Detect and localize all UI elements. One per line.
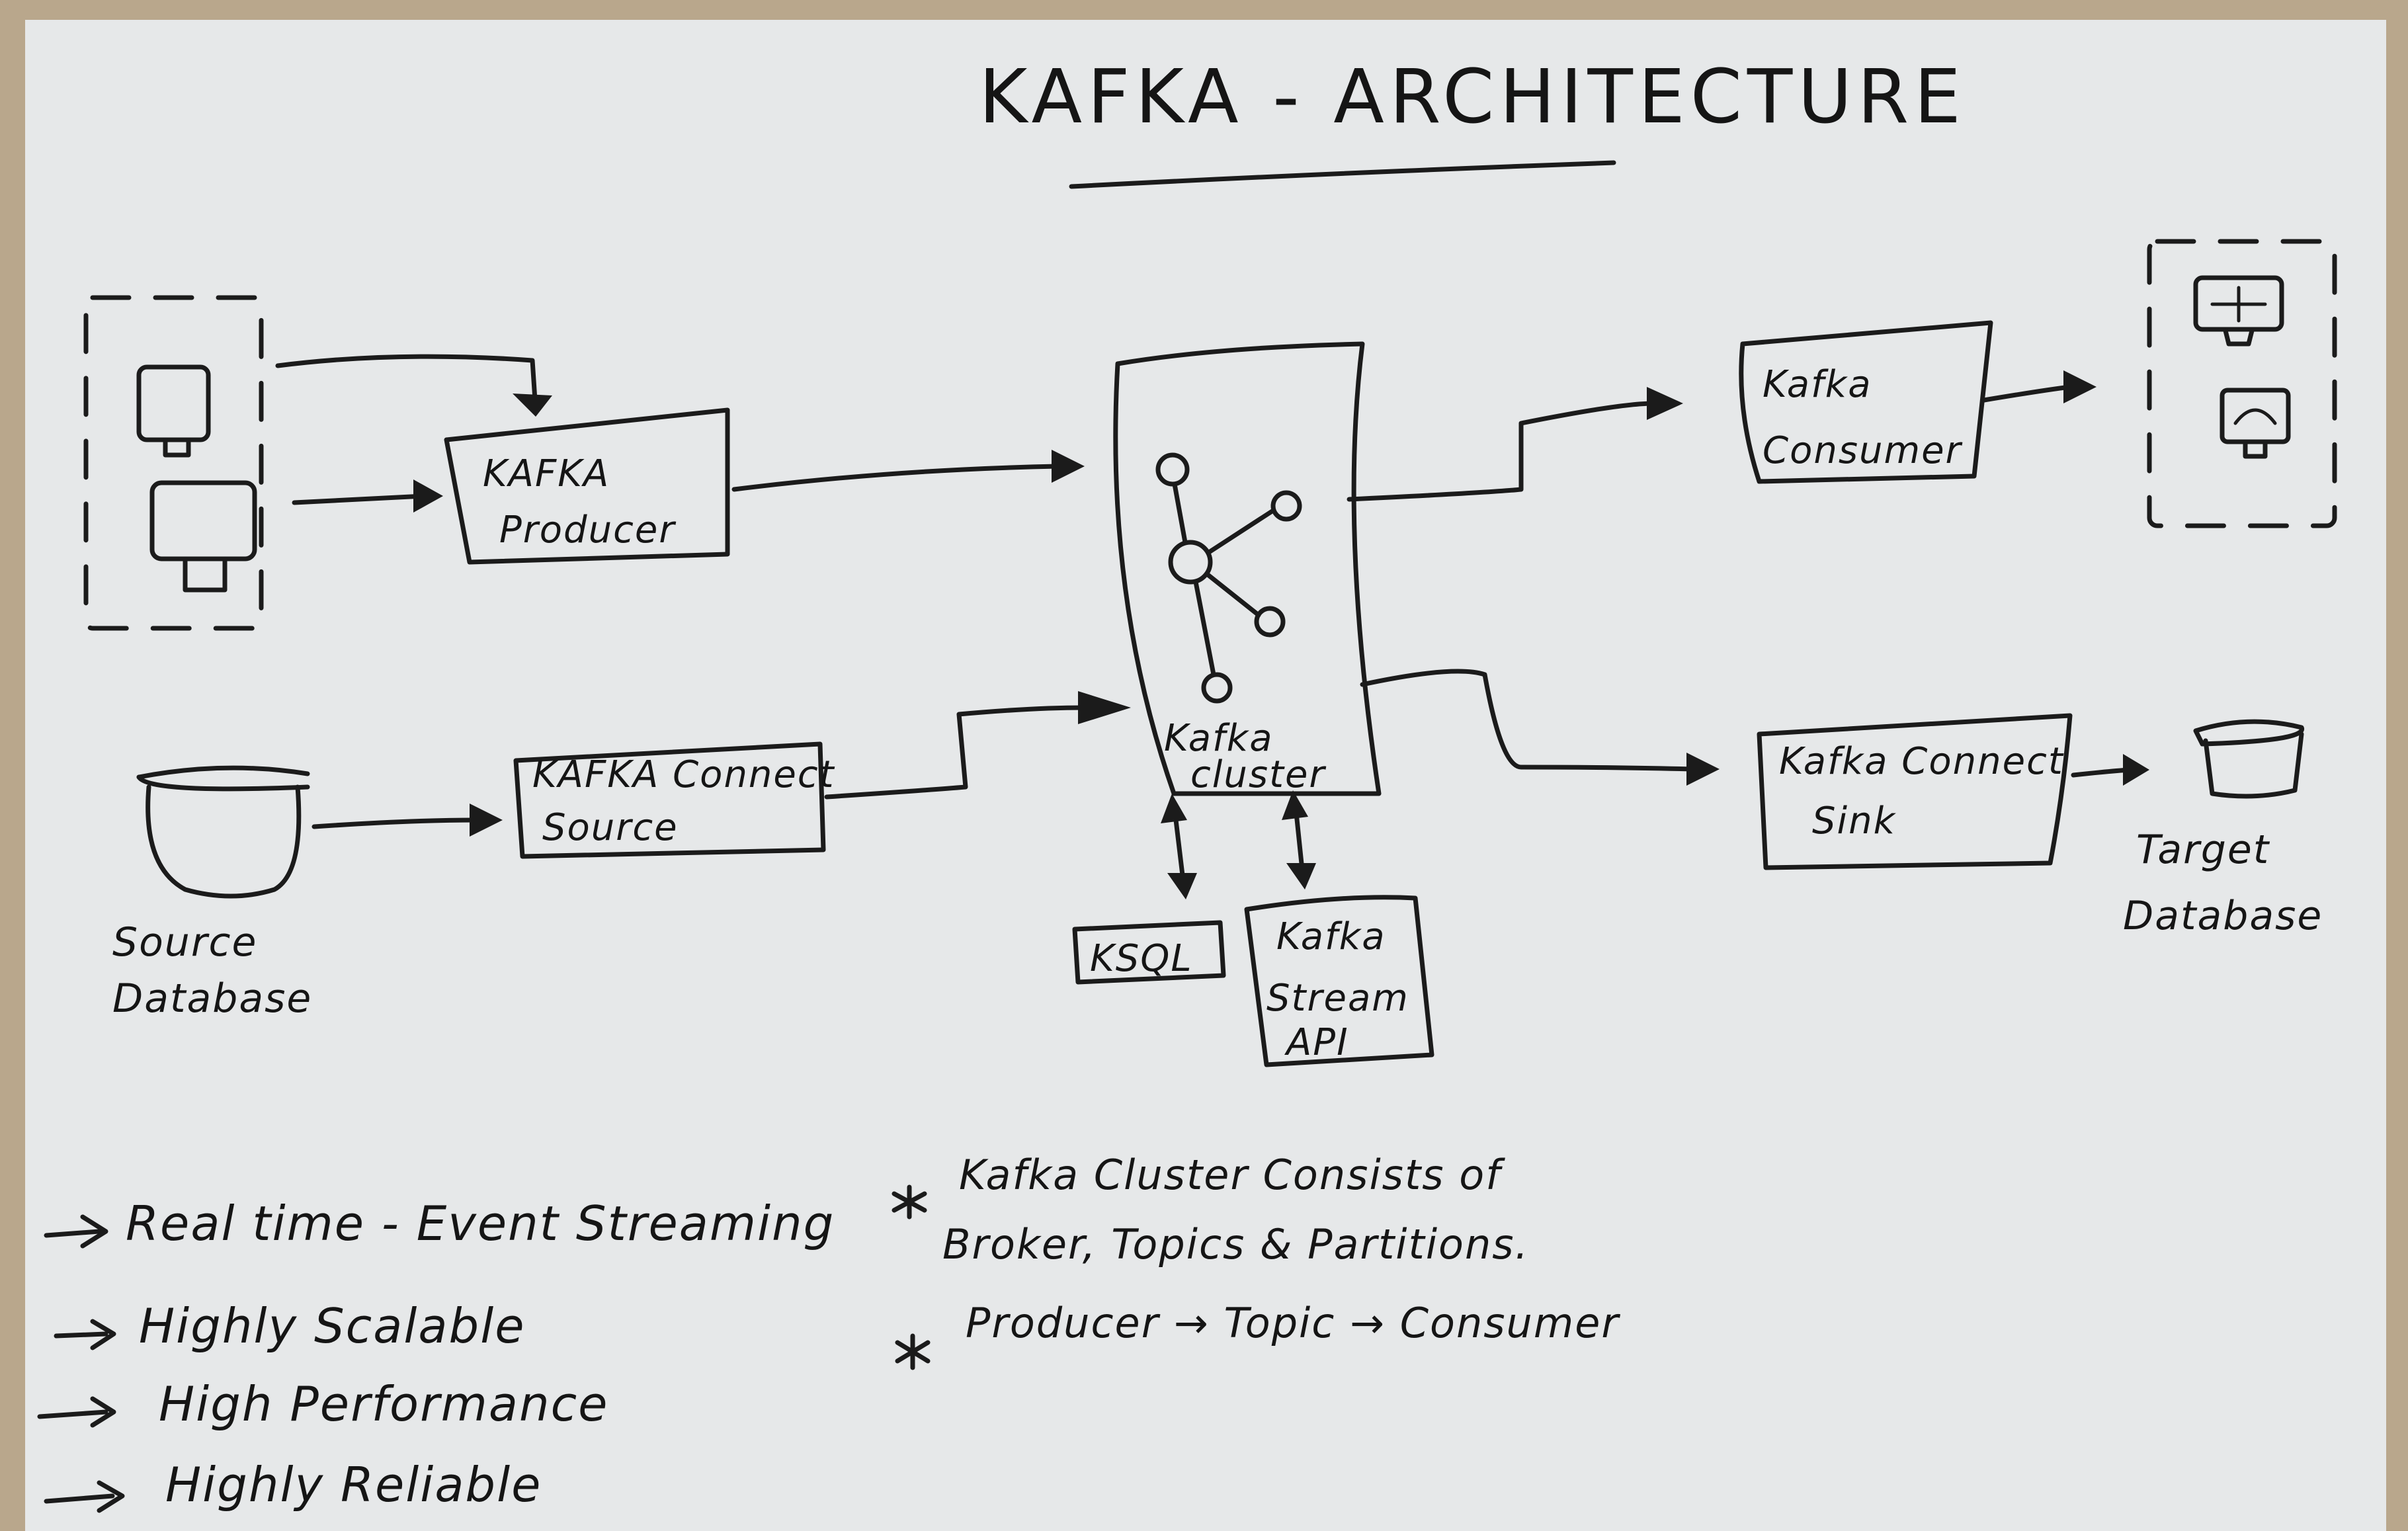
cluster-label-2: cluster: [1190, 753, 1326, 796]
feature-item: Highly Scalable: [54, 1298, 526, 1354]
ksql-node: KSQL: [1072, 920, 1226, 985]
cluster-label-1: Kafka: [1164, 717, 1274, 760]
kafka-consumer-node: Kafka Consumer: [1739, 320, 1993, 484]
client-devices-group: [83, 295, 264, 631]
feature-text: High Performance: [159, 1376, 608, 1432]
arrow-device-to-producer: [292, 493, 426, 505]
target-database-node: Target Database: [2123, 719, 2323, 939]
feature-list: Real time - Event Streaming Highly Scala…: [37, 1196, 835, 1513]
asterisk-icon: [892, 1184, 927, 1220]
dashboard-icon: [2220, 388, 2291, 459]
stream-api-label-1: Kafka: [1276, 915, 1386, 958]
kafka-connect-source-node: KAFKA Connect Source: [513, 741, 835, 859]
arrow-producer-to-cluster: [731, 464, 1061, 492]
board-surface: [25, 20, 2386, 1531]
feature-text: Real time - Event Streaming: [126, 1196, 835, 1251]
feature-text: Highly Reliable: [165, 1457, 542, 1512]
producer-label-1: KAFKA: [483, 452, 610, 495]
arrow-connect-source-to-cluster: [824, 705, 1087, 800]
connect-sink-label-2: Sink: [1812, 800, 1897, 843]
note-item: Producer → Topic → Consumer: [895, 1299, 1620, 1370]
source-database-node: Source Database: [112, 765, 312, 1022]
feature-item: High Performance: [37, 1376, 608, 1432]
arrow-sourcedb-to-connect: [311, 817, 479, 829]
ksql-label: KSQL: [1090, 937, 1193, 980]
connect-source-label-1: KAFKA Connect: [532, 753, 835, 796]
kafka-cluster-node: Kafka cluster: [1113, 341, 1382, 796]
feature-item: Real time - Event Streaming: [44, 1196, 835, 1251]
cluster-topology-icon: [1155, 452, 1302, 704]
title-underline: [1069, 160, 1616, 189]
dashboard-icon: [2193, 275, 2284, 347]
monitor-icon: [149, 480, 257, 593]
target-db-label-1: Target: [2136, 827, 2270, 873]
kafka-producer-node: KAFKA Producer: [444, 407, 730, 565]
arrow-cluster-to-consumer: [1347, 401, 1656, 502]
stream-api-label-3: API: [1284, 1021, 1349, 1064]
note-item: Kafka Cluster Consists of Broker, Topics…: [892, 1151, 1529, 1268]
database-icon: [136, 765, 310, 899]
notes-list: Kafka Cluster Consists of Broker, Topics…: [892, 1151, 1620, 1370]
feature-text: Highly Scalable: [139, 1298, 526, 1354]
consumer-label-2: Consumer: [1763, 429, 1963, 472]
arrow-cluster-to-connect-sink: [1360, 669, 1696, 772]
note-text: Broker, Topics & Partitions.: [942, 1220, 1529, 1268]
feature-item: Highly Reliable: [44, 1457, 542, 1513]
stream-api-label-2: Stream: [1266, 977, 1409, 1020]
diagram-title: KAFKA - ARCHITECTURE: [979, 54, 1966, 140]
note-text: Kafka Cluster Consists of: [959, 1151, 1505, 1199]
target-db-label-2: Database: [2123, 893, 2323, 939]
arrow-device-to-producer: [275, 354, 538, 413]
source-db-label-2: Database: [112, 975, 312, 1022]
kafka-connect-sink-node: Kafka Connect Sink: [1757, 713, 2073, 870]
source-db-label-1: Source: [112, 919, 257, 966]
consumer-label-1: Kafka: [1763, 363, 1872, 406]
kafka-stream-api-node: Kafka Stream API: [1244, 895, 1434, 1067]
monitor-icon: [136, 364, 211, 458]
producer-label-2: Producer: [499, 509, 676, 552]
database-icon: [2193, 719, 2304, 799]
note-text: Producer → Topic → Consumer: [966, 1299, 1620, 1347]
connect-sink-label-1: Kafka Connect: [1779, 740, 2064, 783]
asterisk-icon: [895, 1333, 931, 1370]
connect-source-label-2: Source: [542, 806, 679, 849]
dashboards-group: [2147, 239, 2337, 528]
